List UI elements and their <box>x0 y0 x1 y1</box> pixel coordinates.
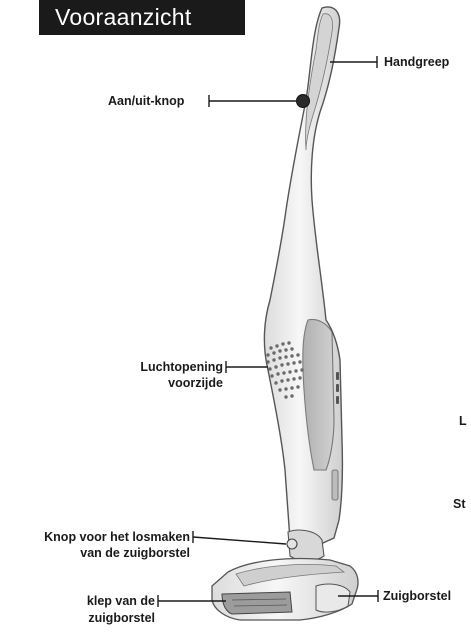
label-cut-off-1: L <box>459 413 467 429</box>
label-cut-off-2: St <box>453 496 466 512</box>
label-handle: Handgreep <box>384 54 449 70</box>
label-brush-flap-1: klep van de <box>40 593 155 609</box>
power-button-icon <box>297 95 310 108</box>
brush-end-cap <box>316 584 350 612</box>
label-front-vent-2: voorzijde <box>98 375 223 391</box>
label-power-button: Aan/uit-knop <box>108 93 184 109</box>
label-brush-release-2: van de zuigborstel <box>0 545 190 561</box>
side-latch <box>332 470 338 500</box>
label-brush-release-1: Knop voor het losmaken <box>0 529 190 545</box>
label-brush-flap-2: zuigborstel <box>40 610 155 626</box>
brush-release-button-icon <box>287 539 297 549</box>
vacuum-body <box>264 7 342 550</box>
brush-flap-icon <box>222 592 292 614</box>
label-brush: Zuigborstel <box>383 588 451 604</box>
side-vent-icon <box>336 372 339 404</box>
label-front-vent-1: Luchtopening <box>98 359 223 375</box>
leader-release <box>193 537 286 544</box>
